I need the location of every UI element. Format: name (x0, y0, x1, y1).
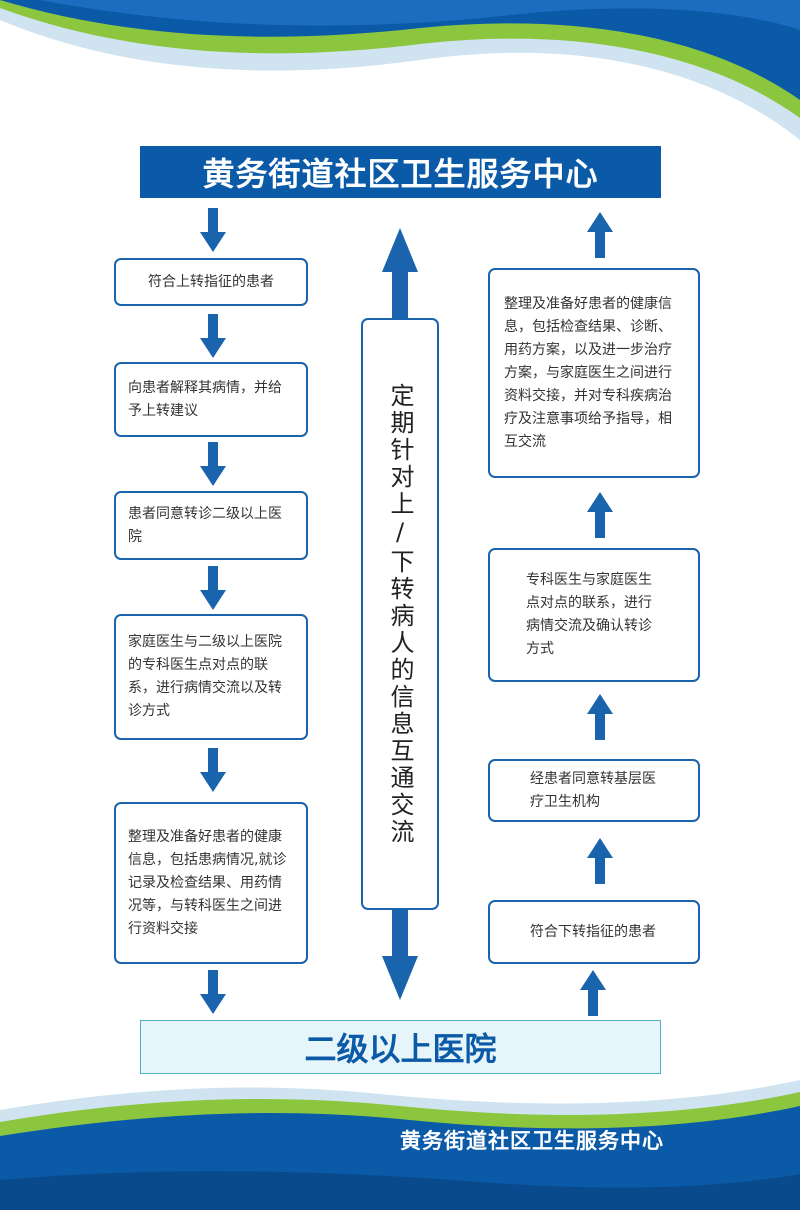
down-arrow-icon (200, 314, 226, 358)
right-step-3-text: 经患者同意转基层医疗卫生机构 (530, 770, 656, 810)
up-arrow-icon (587, 838, 613, 884)
right-step-4: 符合下转指征的患者 (488, 900, 700, 964)
left-step-2: 向患者解释其病情，并给予上转建议 (114, 362, 308, 437)
left-step-4-text: 家庭医生与二级以上医院的专科医生点对点的联系，进行病情交流以及转诊方式 (128, 634, 282, 719)
info-exchange-text: 定期针对上/下转病人的信息互通交流 (386, 382, 414, 846)
right-step-1: 整理及准备好患者的健康信息，包括检查结果、诊断、用药方案，以及进一步治疗方案，与… (488, 268, 700, 478)
down-arrow-icon (200, 208, 226, 252)
down-arrow-icon (200, 748, 226, 792)
up-arrow-icon (587, 212, 613, 258)
left-step-3: 患者同意转诊二级以上医院 (114, 491, 308, 560)
right-step-2-text: 专科医生与家庭医生点对点的联系，进行病情交流及确认转诊方式 (526, 572, 652, 657)
down-arrow-icon (382, 908, 418, 1000)
up-arrow-icon (587, 694, 613, 740)
bottom-wave-decoration (0, 1080, 800, 1210)
up-arrow-icon (580, 970, 606, 1016)
down-arrow-icon (200, 442, 226, 486)
up-arrow-icon (382, 228, 418, 320)
left-step-1: 符合上转指征的患者 (114, 258, 308, 306)
left-step-3-text: 患者同意转诊二级以上医院 (128, 505, 282, 545)
footer-org-name: 黄务街道社区卫生服务中心 (400, 1128, 664, 1153)
info-exchange-column: 定期针对上/下转病人的信息互通交流 (361, 318, 439, 910)
right-step-2: 专科医生与家庭医生点对点的联系，进行病情交流及确认转诊方式 (488, 548, 700, 682)
left-step-2-text: 向患者解释其病情，并给予上转建议 (128, 379, 282, 419)
up-arrow-icon (587, 492, 613, 538)
left-step-5: 整理及准备好患者的健康信息，包括患病情况,就诊记录及检查结果、用药情况等，与转科… (114, 802, 308, 964)
down-arrow-icon (200, 970, 226, 1014)
left-step-5-text: 整理及准备好患者的健康信息，包括患病情况,就诊记录及检查结果、用药情况等，与转科… (128, 828, 287, 937)
left-step-4: 家庭医生与二级以上医院的专科医生点对点的联系，进行病情交流以及转诊方式 (114, 614, 308, 740)
page-title: 黄务街道社区卫生服务中心 (140, 146, 661, 198)
down-arrow-icon (200, 566, 226, 610)
right-step-3: 经患者同意转基层医疗卫生机构 (488, 759, 700, 822)
top-wave-decoration (0, 0, 800, 140)
right-step-1-text: 整理及准备好患者的健康信息，包括检查结果、诊断、用药方案，以及进一步治疗方案，与… (504, 295, 672, 450)
left-step-1-text: 符合上转指征的患者 (148, 273, 274, 290)
secondary-hospital-banner: 二级以上医院 (140, 1020, 661, 1074)
right-step-4-text: 符合下转指征的患者 (530, 923, 656, 940)
